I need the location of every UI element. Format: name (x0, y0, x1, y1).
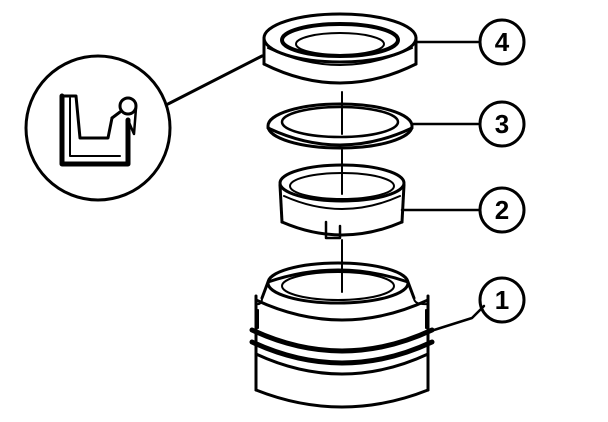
callout-label-2: 2 (495, 195, 509, 225)
callout-circle-3 (478, 100, 526, 148)
callout-label-4: 4 (495, 27, 510, 57)
part-1-housing (249, 261, 435, 409)
callout-circles (478, 18, 526, 324)
callout-label-3: 3 (495, 109, 509, 139)
callout-label-1: 1 (495, 285, 509, 315)
part-4-seal (262, 12, 418, 85)
callout-circle-2 (478, 186, 526, 234)
callout-circle-4 (478, 18, 526, 66)
callout-circle-1 (478, 276, 526, 324)
part-3-ring (266, 102, 414, 150)
detail-inset (24, 54, 264, 202)
leader-lines (400, 40, 486, 332)
